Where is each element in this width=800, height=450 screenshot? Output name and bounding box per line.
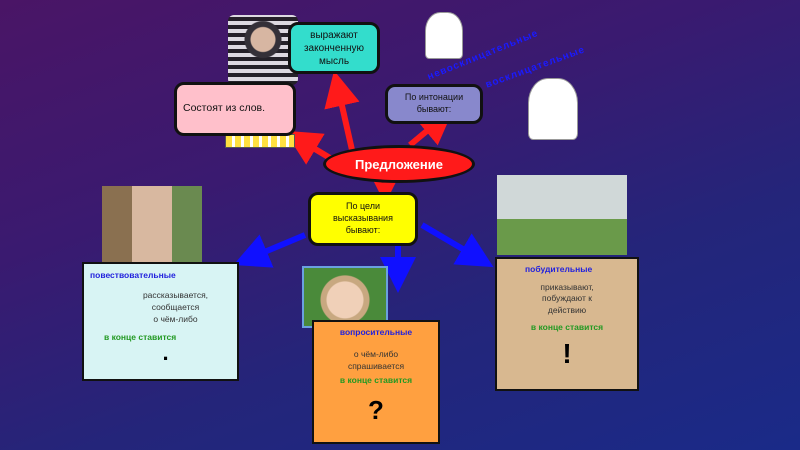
narrative-title: повествовательные bbox=[90, 270, 176, 280]
thought-line: мысль bbox=[318, 55, 350, 67]
imperative-title: побудительные bbox=[525, 264, 593, 274]
boy-with-marmot-image bbox=[102, 186, 202, 262]
period-mark: . bbox=[162, 339, 169, 365]
thought-node: выражают законченную мысль bbox=[288, 22, 380, 74]
narrative-end-label: в конце ставится bbox=[104, 331, 177, 342]
desc-line: рассказывается, bbox=[142, 290, 209, 300]
center-node: Предложение bbox=[323, 145, 475, 183]
exclamation-mark: ! bbox=[562, 338, 572, 370]
arrow-to-words bbox=[284, 130, 332, 165]
question-mark: ? bbox=[368, 394, 384, 425]
imperative-desc: приказывают, побуждают к действию bbox=[497, 282, 637, 316]
narrative-card: повествовательные рассказывается, сообща… bbox=[82, 262, 239, 381]
cartoon-boy-image bbox=[425, 12, 463, 59]
desc-line: сообщается bbox=[151, 301, 200, 312]
stars-strip-image bbox=[225, 134, 295, 148]
thought-line: выражают bbox=[310, 29, 358, 41]
intonation-node: По интонации бывают: bbox=[385, 84, 483, 124]
cartoon-clown-image bbox=[528, 78, 578, 140]
desc-line: приказывают, bbox=[540, 282, 594, 292]
purpose-node: По цели высказывания бывают: bbox=[308, 192, 418, 246]
desc-line: о чём-либо bbox=[353, 349, 399, 359]
intonation-line: бывают: bbox=[416, 104, 452, 114]
boy-with-marmot-2-image bbox=[497, 175, 627, 255]
boy-raising-hand-image bbox=[228, 15, 298, 85]
desc-line: побуждают к bbox=[542, 293, 592, 304]
desc-line: о чём-либо bbox=[153, 313, 198, 324]
intonation-line: По интонации bbox=[404, 92, 464, 103]
narrative-desc: рассказывается, сообщается о чём-либо bbox=[114, 290, 237, 326]
desc-line: спрашивается bbox=[347, 360, 405, 371]
arrow-to-intonation bbox=[408, 108, 454, 148]
question-desc: о чём-либо спрашивается bbox=[314, 349, 438, 373]
thought-line: законченную bbox=[303, 42, 365, 54]
arrow-to-thought bbox=[324, 70, 360, 151]
question-title: вопросительные bbox=[339, 327, 413, 337]
desc-line: действию bbox=[547, 304, 587, 315]
purpose-line: высказывания bbox=[333, 213, 393, 224]
purpose-line: бывают: bbox=[345, 224, 381, 235]
surprised-girl-image bbox=[302, 266, 388, 328]
imperative-card: побудительные приказывают, побуждают к д… bbox=[495, 257, 639, 391]
words-node: Состоят из слов. bbox=[174, 82, 296, 136]
question-card: вопросительные о чём-либо спрашивается в… bbox=[312, 320, 440, 444]
purpose-line: По цели bbox=[345, 201, 380, 212]
imperative-end-label: в конце ставится bbox=[530, 322, 604, 333]
question-end-label: в конце ставится bbox=[339, 374, 413, 385]
arrow-to-imperative bbox=[420, 222, 494, 268]
arrow-to-narrative bbox=[233, 232, 307, 268]
